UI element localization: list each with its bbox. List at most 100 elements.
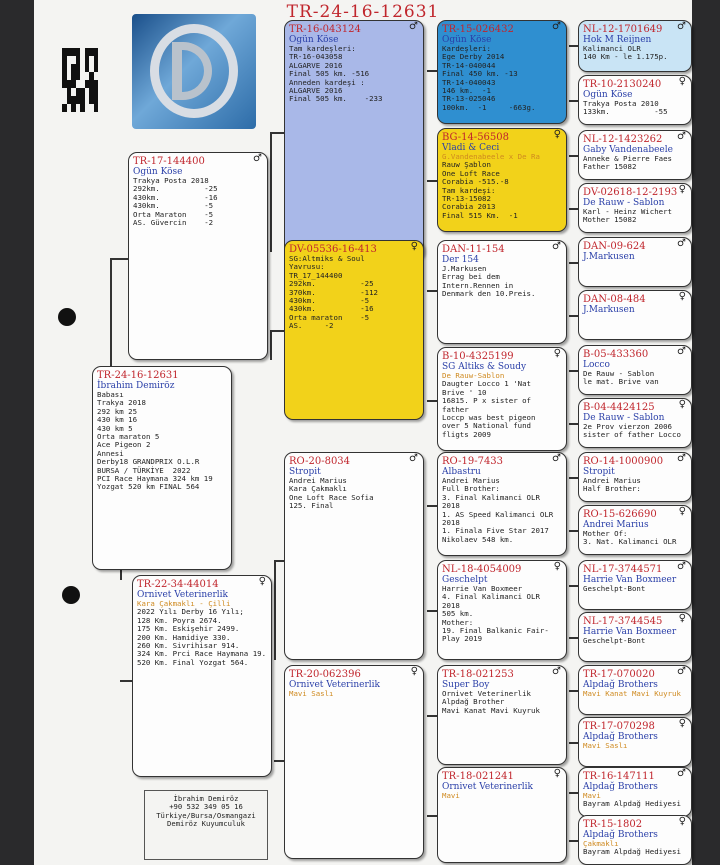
connector-line — [110, 258, 112, 366]
ring-number: DAN-09-624 — [583, 241, 646, 252]
owner-location: Türkiye/Bursa/Osmangazi — [156, 810, 256, 820]
note-line: Full Brother: — [442, 484, 500, 494]
card-notes: 2022 Yılı Derby 16 Yılı;128 Km. Poyra 26… — [137, 607, 267, 667]
note-line: 292km. -25 — [133, 184, 218, 194]
owner-name: J.Markusen — [583, 252, 635, 262]
note-line: Andrei Marius — [289, 476, 347, 485]
note-line: 430km. -16 — [289, 304, 374, 314]
note-line: Final 515 Km. -1 — [442, 210, 518, 220]
note-line: Trakya Posta 2010 — [583, 99, 659, 108]
ring-number: NL-18-4054009 — [442, 564, 522, 575]
note-line: Errag bei dem — [442, 272, 500, 282]
owner-name: Stropit — [583, 467, 615, 477]
female-icon: ♀ — [678, 291, 686, 302]
connector-line — [427, 290, 437, 292]
note-line: TR-14-040043 — [442, 77, 496, 87]
note-line: Mother: — [442, 617, 474, 627]
connector-line — [120, 680, 132, 682]
owner-name: Ogün Köse — [583, 90, 633, 100]
note-line: 125. Final — [289, 501, 334, 511]
connector-line — [274, 760, 284, 762]
note-line: Ace Pigeon 2 — [97, 440, 151, 450]
note-line: 2018 — [442, 600, 460, 610]
note-line: Karl - Heinz Wichert — [583, 207, 672, 216]
male-icon: ♂ — [677, 131, 686, 142]
card-notes: Mother Of:3. Nat. Kalimanci OLR — [583, 529, 687, 547]
note-line: 128 Km. Poyra 2674. — [137, 615, 222, 625]
note-line: Brive ' 10 — [442, 387, 487, 397]
note-line: Mavi Kanat Mavi Kuyruk — [442, 705, 540, 715]
connector-line — [569, 370, 578, 372]
note-line: Annesi — [97, 448, 124, 458]
ring-number: TR-18-021253 — [442, 669, 514, 680]
note-line: Loccp was best pigeon — [442, 413, 536, 423]
note-line: One Loft Race Sofia — [289, 492, 374, 502]
note-line: 324 Km. Prci Race Haymana 19. — [137, 649, 267, 659]
ring-number: TR-24-16-12631 — [97, 370, 179, 381]
owner-box: İbrahim Demiröz +90 532 349 05 16 Türkiy… — [144, 790, 268, 860]
female-icon: ♀ — [410, 666, 418, 677]
connector-line — [427, 400, 437, 402]
male-icon: ♂ — [677, 346, 686, 357]
note-line: Harrie Van Boxmeer — [442, 584, 523, 593]
note-line: TR-13-15082 — [442, 194, 491, 204]
note-line: 2022 Yılı Derby 16 Yılı; — [137, 607, 244, 617]
note-line: Bayram Alpdağ Hediyesi — [583, 847, 681, 857]
color-description: G.Vandenabeele x De Ra — [442, 152, 540, 161]
ring-number: NL-12-1423262 — [583, 134, 663, 145]
male-icon: ♂ — [677, 666, 686, 677]
note-line: Derby18 GRANDPRIX O.L.R — [97, 457, 200, 467]
pedigree-card: DAN-08-484♀J.Markusen — [578, 290, 692, 340]
note-line: father — [442, 404, 469, 414]
ring-number: B-10-4325199 — [442, 351, 514, 362]
note-line: Geschelpt-Bont — [583, 636, 646, 645]
ring-number: TR-16-043124 — [289, 24, 361, 35]
ring-number: TR-18-021241 — [442, 771, 514, 782]
note-line: Final 505 km. -233 — [289, 94, 383, 104]
owner-name: Vladi & Ceci — [442, 143, 500, 153]
ring-number: NL-12-1701649 — [583, 24, 663, 35]
owner-name: Der 154 — [442, 255, 479, 265]
note-line: 146 km. -1 — [442, 86, 491, 96]
connector-line — [569, 315, 578, 317]
note-line: 292 km 25 — [97, 406, 138, 416]
note-line: 175 Km. Eskişehir 2499. — [137, 624, 240, 634]
male-icon: ♂ — [677, 561, 686, 572]
female-icon: ♀ — [678, 184, 686, 195]
note-line: 370km. -112 — [289, 287, 378, 297]
connector-line — [569, 792, 578, 794]
owner-name: J.Markusen — [583, 305, 635, 315]
note-line: TR_17_144400 — [289, 270, 343, 280]
note-line: Yavrusu: — [289, 262, 325, 272]
note-line: Trakya 2018 — [97, 398, 146, 408]
female-icon: ♀ — [678, 816, 686, 827]
logo-icon — [132, 14, 256, 129]
male-icon: ♂ — [677, 768, 686, 779]
owner-name: Super Boy — [442, 680, 490, 690]
male-icon: ♂ — [409, 453, 418, 464]
owner-name: Harrie Van Boxmeer — [583, 627, 677, 637]
connector-line — [569, 690, 578, 692]
note-line: 200 Km. Hamidiye 330. — [137, 632, 231, 642]
note-line: 4. Final Kalimanci OLR — [442, 592, 540, 602]
connector-line — [427, 70, 437, 72]
color-description: Mavi — [442, 791, 460, 800]
connector-line — [569, 423, 578, 425]
note-line: Final 450 km. -13 — [442, 69, 518, 79]
note-line: Kardeşleri: — [442, 44, 491, 53]
note-line: Rauw Şablon — [442, 160, 491, 170]
connector-line — [569, 530, 578, 532]
female-icon: ♀ — [678, 613, 686, 624]
note-line: Tam kardeşleri: — [289, 44, 356, 53]
male-icon: ♂ — [677, 453, 686, 464]
note-line: One Loft Race — [442, 168, 500, 178]
